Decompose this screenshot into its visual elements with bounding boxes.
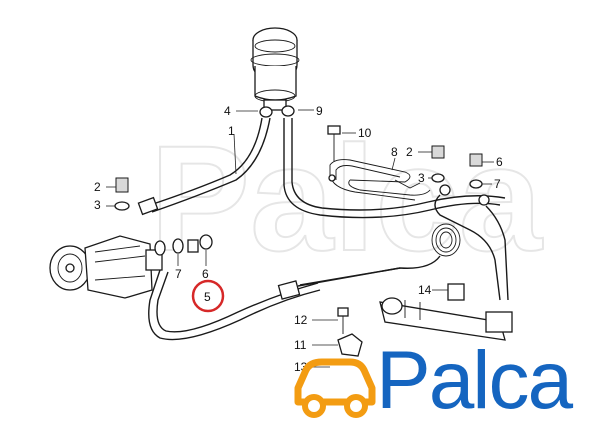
highlight-circle xyxy=(191,279,225,313)
callout-2: 2 xyxy=(94,180,101,194)
bolt-part xyxy=(327,125,341,162)
bracket-part xyxy=(337,333,363,357)
callout-6-left: 6 xyxy=(202,267,209,281)
callout-4: 4 xyxy=(224,104,231,118)
suction-hose-edge xyxy=(151,117,271,213)
gear-line xyxy=(485,205,509,301)
washer-part xyxy=(431,173,445,183)
return-hose xyxy=(283,118,501,219)
fitting-part xyxy=(439,184,451,196)
callout-3: 3 xyxy=(94,198,101,212)
gear-line xyxy=(434,194,501,301)
callout-12: 12 xyxy=(294,313,308,327)
callout-3-right: 3 xyxy=(418,171,425,185)
bolt-part xyxy=(469,153,483,167)
logo-text: Palca xyxy=(376,335,574,424)
cooler-pipe-part xyxy=(328,159,431,201)
washer-part xyxy=(469,179,483,189)
bolt-part xyxy=(337,307,349,334)
suction-hose xyxy=(149,117,263,206)
coil-pipe-part xyxy=(299,223,461,286)
callout-2-right: 2 xyxy=(406,145,413,159)
steering-rack-part xyxy=(379,297,513,341)
pressure-hose xyxy=(148,269,321,341)
seal-ring xyxy=(172,238,184,254)
clip-part xyxy=(447,283,465,301)
return-hose-edge xyxy=(291,118,506,211)
callout-9: 9 xyxy=(316,104,323,118)
hose-fitting xyxy=(137,196,159,216)
seal-ring xyxy=(199,234,213,250)
callout-10: 10 xyxy=(358,126,372,140)
reservoir-part xyxy=(250,27,300,111)
callout-14: 14 xyxy=(418,283,432,297)
pump-part xyxy=(49,235,163,299)
callout-7-left: 7 xyxy=(175,267,182,281)
callout-5: 5 xyxy=(204,290,211,304)
watermark-text: Palca xyxy=(150,114,544,282)
banjo-bolt xyxy=(187,239,199,253)
callout-8: 8 xyxy=(391,145,398,159)
seal-ring xyxy=(154,240,166,256)
fitting-part xyxy=(478,194,490,206)
palca-logo: Palca xyxy=(294,335,576,424)
hose-crimp xyxy=(277,280,301,300)
pressure-pipe xyxy=(297,267,401,287)
callout-6-right: 6 xyxy=(496,155,503,169)
bolt-part xyxy=(115,177,129,193)
washer-part xyxy=(114,201,130,211)
clamp-part xyxy=(259,106,273,118)
callout-7-right: 7 xyxy=(494,177,501,191)
callout-1: 1 xyxy=(228,124,235,138)
clamp-part xyxy=(281,105,295,117)
bolt-part xyxy=(431,145,445,159)
callout-11: 11 xyxy=(294,338,307,352)
car-icon xyxy=(294,358,376,418)
